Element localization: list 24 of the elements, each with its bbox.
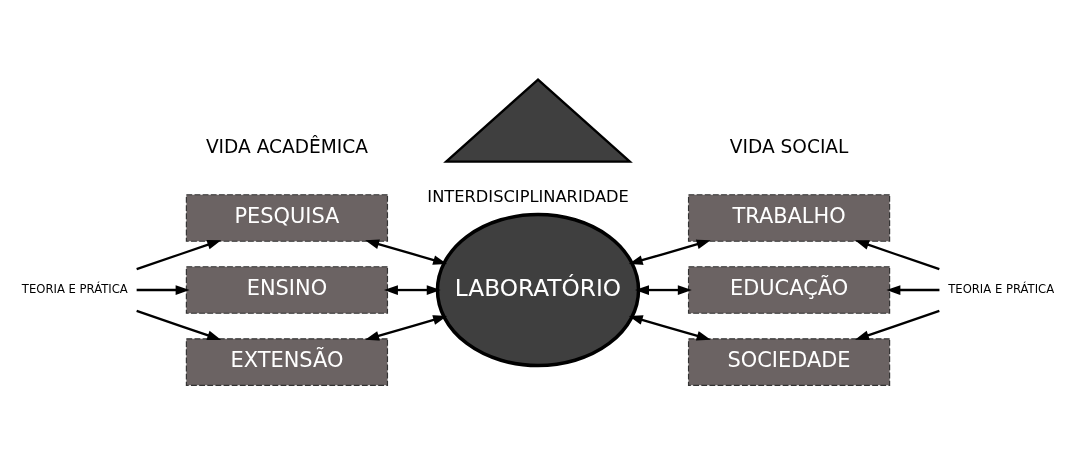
arrow: [855, 240, 940, 271]
node-label: INTERDISCIPLINARIDADE: [427, 186, 629, 206]
arrow: [365, 239, 448, 265]
node-ellipse: LABORATÓRIO: [435, 212, 641, 368]
node-box: TRABALHO: [687, 194, 891, 242]
arrow: [136, 309, 222, 340]
label: VIDA ACADÊMICA: [205, 135, 368, 157]
node-box: PESQUISA: [185, 194, 389, 242]
arrow: [628, 315, 711, 341]
node-box: ENSINO: [185, 266, 389, 314]
arrow: [383, 285, 441, 295]
node-box: EDUCAÇÃO: [687, 266, 891, 314]
arrow: [136, 240, 222, 271]
arrow: [628, 239, 711, 265]
arrow: [136, 285, 190, 295]
node-box: SOCIEDADE: [687, 338, 891, 386]
arrow: [635, 285, 692, 295]
node-text: TEORIA E PRÁTICA: [21, 281, 128, 296]
arrow: [886, 285, 940, 295]
label: VIDA SOCIAL: [729, 135, 849, 157]
node-text: TEORIA E PRÁTICA: [948, 281, 1055, 296]
arrow: [855, 309, 940, 340]
node-box: EXTENSÃO: [185, 338, 389, 386]
arrow: [365, 315, 448, 341]
